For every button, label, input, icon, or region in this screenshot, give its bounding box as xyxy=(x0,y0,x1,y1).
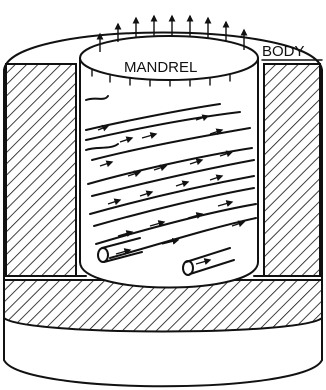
body-section-right xyxy=(264,64,320,276)
label-mandrel: MANDREL xyxy=(124,59,197,76)
body-section-left xyxy=(6,64,76,276)
label-body: BODY xyxy=(262,43,305,60)
